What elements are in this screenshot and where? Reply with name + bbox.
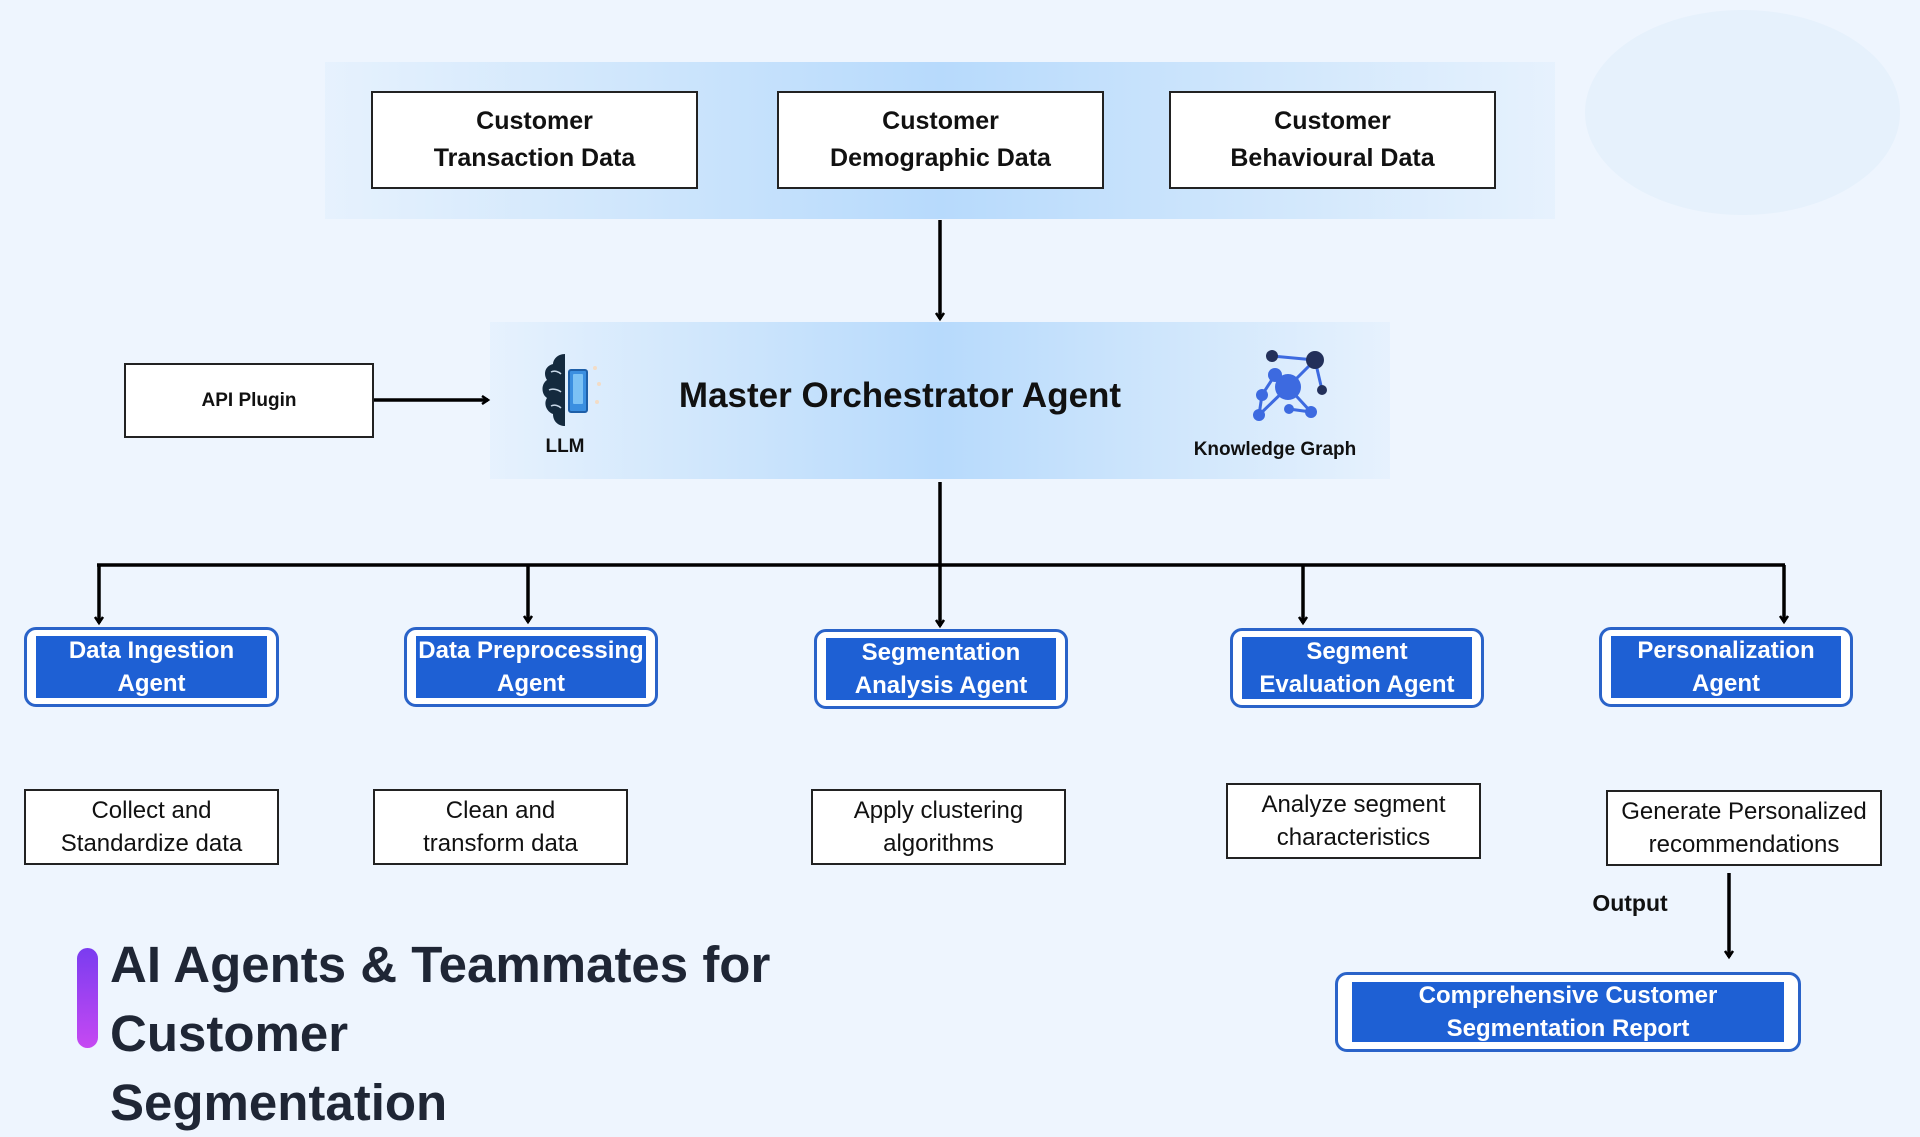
task-line1: Collect and [91, 797, 212, 824]
agent-line1: Segment [1306, 638, 1408, 665]
agent-line1: Data Preprocessing [418, 637, 644, 664]
task-line2: transform data [423, 830, 578, 857]
output-line1: Comprehensive Customer [1418, 982, 1718, 1009]
title-line2: Segmentation [110, 1074, 448, 1131]
task-line2: recommendations [1648, 831, 1840, 858]
background-decoration [1585, 10, 1900, 215]
output-line2: Segmentation Report [1446, 1015, 1690, 1042]
task-line1: Generate Personalized [1621, 798, 1867, 825]
task-box: Generate Personalized recommendations [1606, 790, 1882, 866]
connectors [0, 220, 1920, 1080]
api-plugin-box: API Plugin [124, 363, 374, 438]
orchestrator-band [490, 322, 1390, 479]
task-line2: Standardize data [60, 830, 243, 857]
task-box: Analyze segment characteristics [1226, 783, 1481, 859]
task-box: Apply clustering algorithms [811, 789, 1066, 865]
agent-line1: Data Ingestion [68, 637, 235, 664]
agent-line2: Agent [1692, 670, 1760, 697]
task-line2: characteristics [1276, 824, 1431, 851]
agent-line2: Agent [117, 670, 186, 697]
title-accent-bar [77, 948, 98, 1048]
api-plugin-label: API Plugin [201, 390, 297, 411]
brain-icon [535, 350, 605, 430]
page-title: AI Agents & Teammates for Customer Segme… [110, 930, 1010, 1137]
agent-line2: Agent [496, 670, 565, 697]
orchestrator-title: Master Orchestrator Agent [678, 376, 1122, 415]
task-line1: Clean and [445, 797, 556, 824]
agent-line1: Personalization [1637, 637, 1815, 664]
source-line2: Demographic Data [830, 144, 1051, 172]
source-line2: Behavioural Data [1230, 144, 1435, 172]
agent-line2: Analysis Agent [854, 672, 1028, 699]
network-graph-icon [1245, 342, 1330, 424]
task-line2: algorithms [883, 830, 994, 857]
task-line1: Apply clustering [853, 797, 1024, 824]
agent-line2: Evaluation Agent [1259, 671, 1455, 698]
knowledge-graph-label: Knowledge Graph [1193, 439, 1357, 460]
source-line1: Customer [476, 107, 593, 135]
title-line1: AI Agents & Teammates for Customer [110, 936, 771, 1062]
source-line1: Customer [1274, 107, 1391, 135]
source-line1: Customer [882, 107, 999, 135]
llm-label: LLM [545, 436, 585, 457]
source-line2: Transaction Data [433, 144, 636, 172]
agent-line1: Segmentation [861, 639, 1021, 666]
output-label: Output [1592, 890, 1668, 916]
task-line1: Analyze segment [1261, 791, 1446, 818]
task-box: Clean and transform data [373, 789, 628, 865]
